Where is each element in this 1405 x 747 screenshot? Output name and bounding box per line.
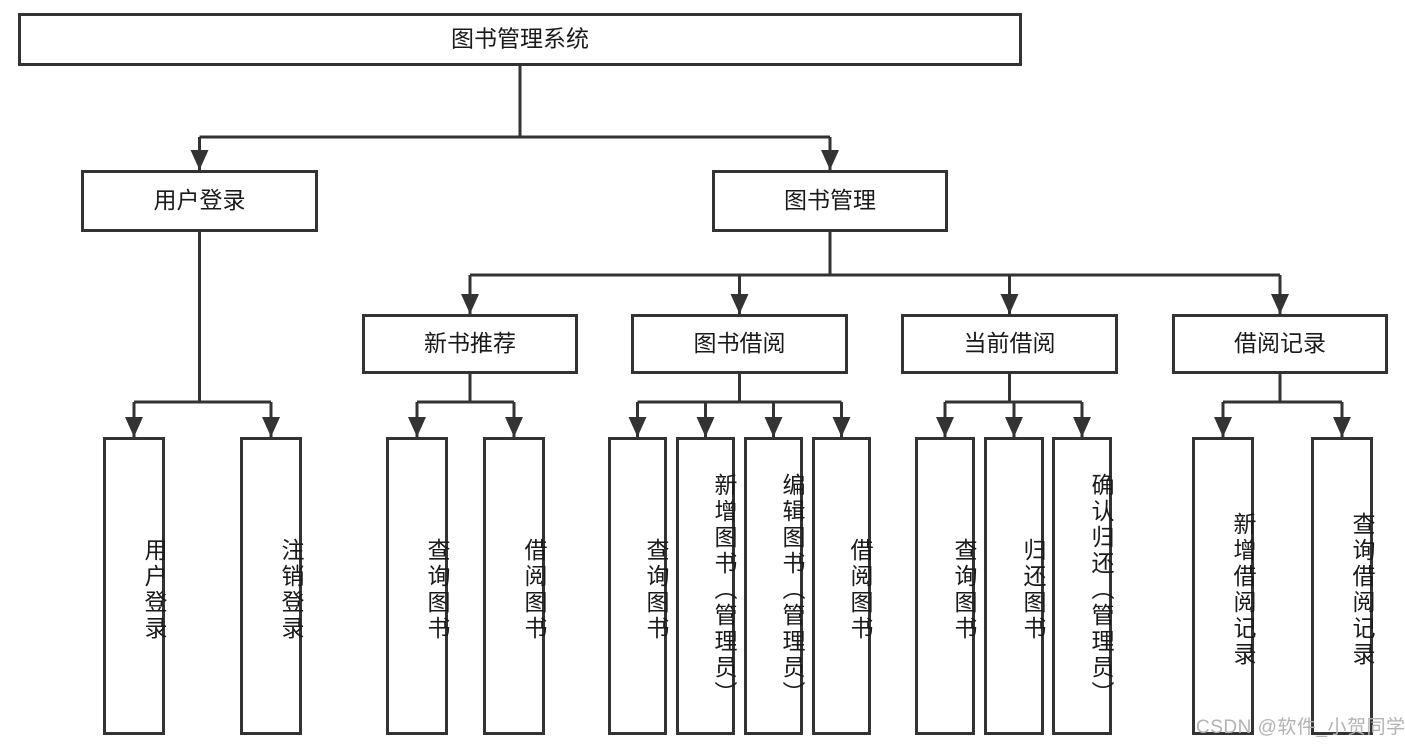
arrow-head-icon <box>936 417 954 437</box>
node-leaf-12-hitbox[interactable] <box>1311 437 1373 735</box>
node-level3-1-label: 图书借阅 <box>694 330 786 356</box>
node-leaf-2[interactable] <box>386 437 448 735</box>
boxes-layer <box>18 13 1388 735</box>
node-level3-3[interactable] <box>1172 314 1388 374</box>
node-level2-0-label: 用户登录 <box>154 187 246 213</box>
arrow-head-icon <box>730 294 749 314</box>
arrow-head-icon <box>696 417 715 437</box>
arrow-head-icon <box>262 417 280 437</box>
arrow-head-icon <box>408 417 426 437</box>
node-root-label: 图书管理系统 <box>451 26 589 52</box>
node-leaf-2-hitbox[interactable] <box>386 437 448 735</box>
node-level2-1-label: 图书管理 <box>784 187 876 213</box>
node-leaf-5-hitbox[interactable] <box>676 437 735 735</box>
arrow-head-icon <box>832 417 851 437</box>
node-level3-2[interactable] <box>901 314 1118 374</box>
node-leaf-3-hitbox[interactable] <box>483 437 545 735</box>
node-leaf-1[interactable] <box>240 437 302 735</box>
node-leaf-10-hitbox[interactable] <box>1052 437 1112 735</box>
node-leaf-7-hitbox[interactable] <box>812 437 871 735</box>
node-level3-2-label: 当前借阅 <box>964 330 1056 356</box>
node-level2-0[interactable] <box>81 170 318 232</box>
node-leaf-0-hitbox[interactable] <box>103 437 165 735</box>
node-level2-1[interactable] <box>712 170 948 232</box>
node-leaf-6[interactable] <box>744 437 803 735</box>
node-leaf-3[interactable] <box>483 437 545 735</box>
node-leaf-4[interactable] <box>608 437 667 735</box>
arrow-head-icon <box>1271 294 1289 314</box>
node-leaf-8-hitbox[interactable] <box>915 437 975 735</box>
node-level3-0-label: 新书推荐 <box>424 330 516 356</box>
node-leaf-12[interactable] <box>1311 437 1373 735</box>
arrow-head-icon <box>1214 417 1232 437</box>
arrow-head-icon <box>505 417 523 437</box>
arrow-head-icon <box>1000 294 1019 314</box>
arrow-head-icon <box>821 150 839 170</box>
arrow-head-icon <box>1073 417 1091 437</box>
node-level3-3-label: 借阅记录 <box>1234 330 1326 356</box>
node-leaf-10[interactable] <box>1052 437 1112 735</box>
node-level3-0[interactable] <box>362 314 578 374</box>
node-leaf-4-hitbox[interactable] <box>608 437 667 735</box>
watermark-text: CSDN @软件_小贺同学 <box>1196 717 1405 738</box>
node-leaf-9[interactable] <box>984 437 1044 735</box>
node-leaf-11[interactable] <box>1192 437 1254 735</box>
node-leaf-8[interactable] <box>915 437 975 735</box>
arrow-head-icon <box>1005 417 1023 437</box>
arrow-head-icon <box>190 150 209 170</box>
arrow-head-icon <box>461 294 479 314</box>
arrow-head-icon <box>628 417 647 437</box>
arrow-head-icon <box>125 417 143 437</box>
node-leaf-0[interactable] <box>103 437 165 735</box>
node-leaf-9-hitbox[interactable] <box>984 437 1044 735</box>
node-level3-1[interactable] <box>631 314 848 374</box>
node-leaf-7[interactable] <box>812 437 871 735</box>
node-root[interactable] <box>18 13 1022 66</box>
node-leaf-11-hitbox[interactable] <box>1192 437 1254 735</box>
node-leaf-5[interactable] <box>676 437 735 735</box>
connectors-layer <box>125 66 1351 437</box>
node-leaf-1-hitbox[interactable] <box>240 437 302 735</box>
arrow-head-icon <box>764 417 783 437</box>
arrow-head-icon <box>1333 417 1351 437</box>
node-leaf-6-hitbox[interactable] <box>744 437 803 735</box>
